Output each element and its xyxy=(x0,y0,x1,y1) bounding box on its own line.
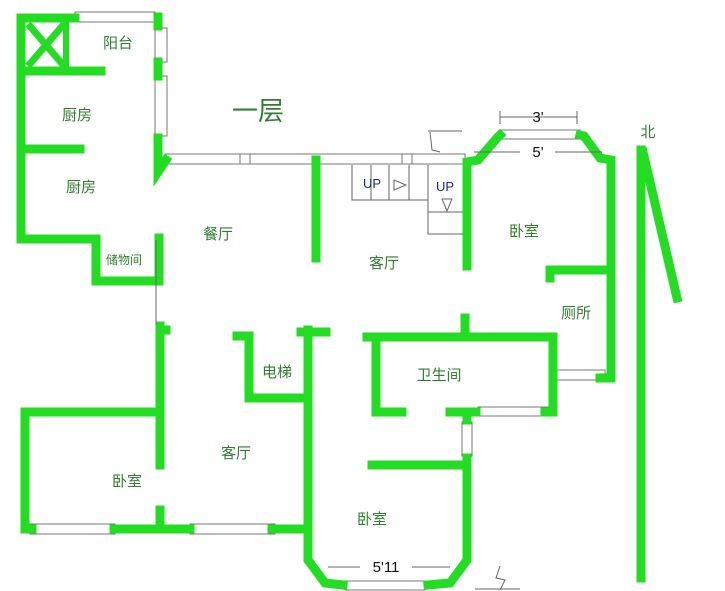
room-label-bedroom: 卧室 xyxy=(357,510,387,528)
room-label-balcony: 阳台 xyxy=(103,34,133,52)
north-label: 北 xyxy=(640,123,655,141)
room-label-bedroom: 卧室 xyxy=(112,472,142,490)
walls xyxy=(16,12,616,590)
dimensions: 3' 5' 5'11 xyxy=(328,109,602,591)
dimension-3ft: 3' xyxy=(532,109,543,126)
room-label-kitchen: 厨房 xyxy=(62,106,92,124)
room-label-toilet: 厕所 xyxy=(561,304,591,322)
dimension-5ft11: 5'11 xyxy=(373,559,400,576)
floor-title: 一层 xyxy=(232,97,284,127)
room-label-bathroom: 卫生间 xyxy=(416,366,461,384)
room-label-bedroom: 卧室 xyxy=(509,222,539,240)
stair-up-label: UP xyxy=(363,176,381,191)
staircase: UP UP xyxy=(351,130,463,235)
room-label-kitchen: 厨房 xyxy=(66,178,96,196)
stair-up-label: UP xyxy=(436,179,454,194)
room-label-dining: 餐厅 xyxy=(203,225,233,243)
north-arrow-icon xyxy=(636,145,683,583)
windows xyxy=(29,11,606,591)
room-label-elevator: 电梯 xyxy=(262,363,292,381)
room-label-storage: 储物间 xyxy=(106,252,142,267)
room-label-living: 客厅 xyxy=(369,254,399,272)
room-label-living: 客厅 xyxy=(221,444,251,462)
dimension-5ft: 5' xyxy=(532,144,543,161)
